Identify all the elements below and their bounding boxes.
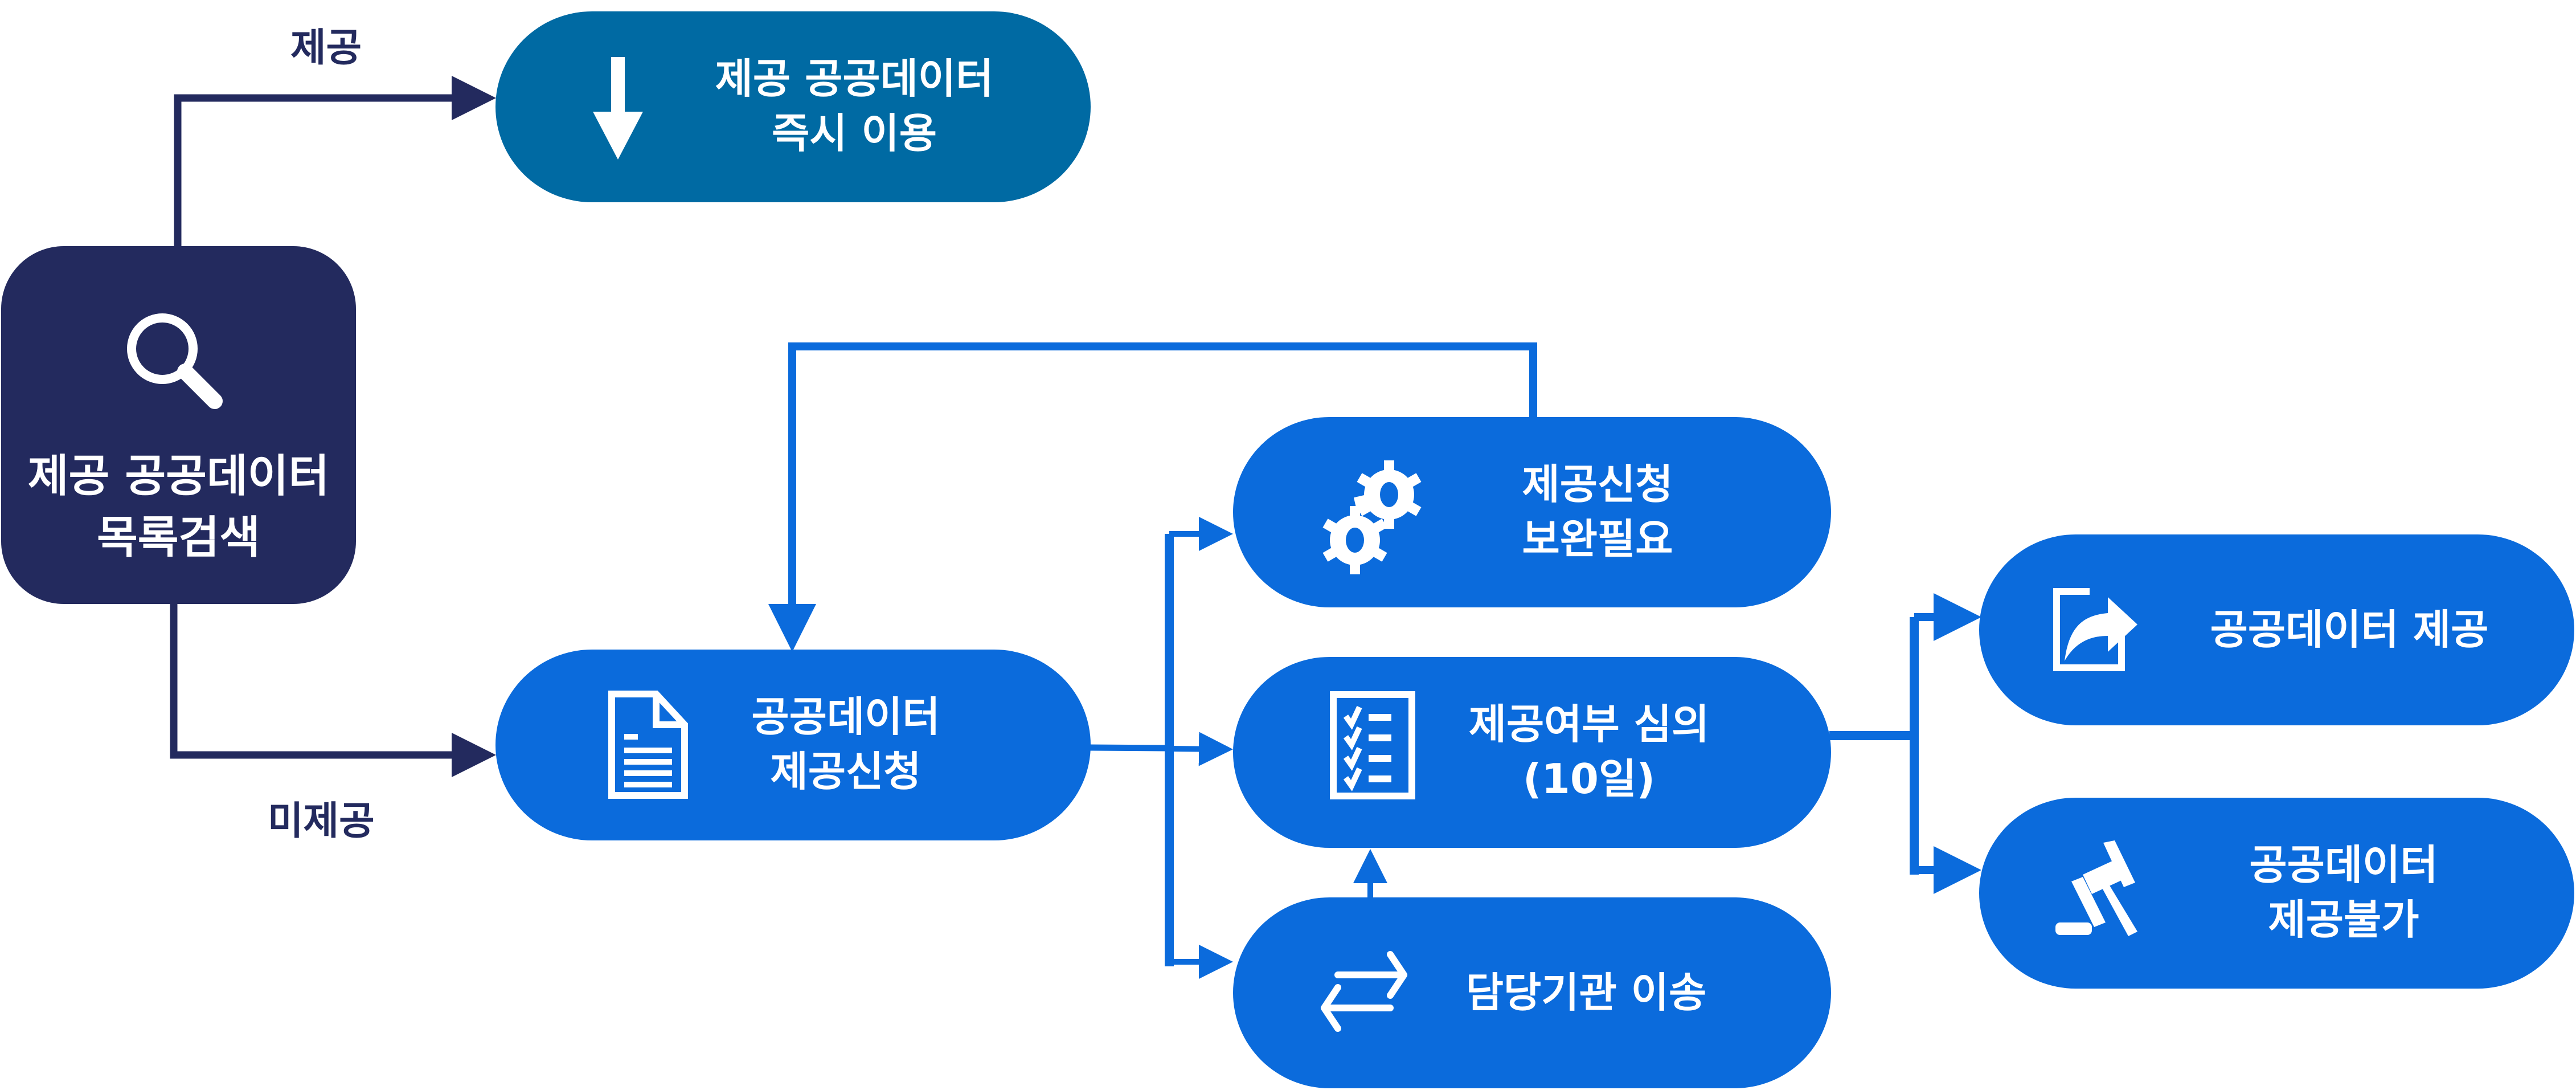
node-reject-label: 공공데이터 제공불가 [2249,841,2438,944]
search-icon [127,313,223,409]
node-review-label: 제공여부 심의 (10일) [1468,700,1710,803]
node-supplement-label: 제공신청 보완필요 [1522,460,1673,563]
checklist-icon [1330,691,1415,799]
node-search[interactable]: 제공 공공데이터 목록검색 [1,246,356,604]
document-icon [608,691,688,799]
node-transfer-label: 담당기관 이송 [1465,969,1707,1016]
exchange-arrows-icon [1321,951,1407,1032]
node-provide[interactable]: 공공데이터 제공 [1979,534,2574,725]
arrow-down-icon [593,57,643,160]
share-icon [2053,588,2137,671]
node-reject[interactable]: 공공데이터 제공불가 [1979,798,2574,989]
node-transfer[interactable]: 담당기관 이송 [1233,897,1831,1088]
node-immediate[interactable]: 제공 공공데이터 즉시 이용 [495,11,1091,202]
node-immediate-label: 제공 공공데이터 즉시 이용 [715,55,994,157]
edge-search-to-immediate [174,76,496,246]
node-review[interactable]: 제공여부 심의 (10일) [1233,657,1831,848]
edge-supplement-to-apply [768,342,1537,652]
gears-icon [1322,460,1422,574]
node-search-label: 제공 공공데이터 목록검색 [27,451,330,564]
edge-label-provided: 제공 [290,26,362,71]
edge-search-to-apply [170,604,496,777]
edge-label-not-provided: 미제공 [268,799,375,844]
node-supplement[interactable]: 제공신청 보완필요 [1233,417,1831,607]
gavel-icon [2055,840,2137,936]
node-apply-label: 공공데이터 제공신청 [751,693,940,795]
node-apply[interactable]: 공공데이터 제공신청 [495,650,1091,840]
node-provide-label: 공공데이터 제공 [2210,606,2489,654]
